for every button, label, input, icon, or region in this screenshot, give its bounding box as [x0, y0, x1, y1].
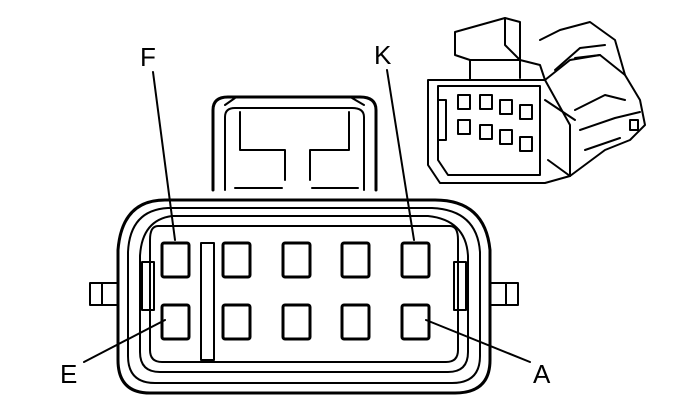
callouts: F K E A: [60, 40, 551, 389]
cavity-d: [221, 303, 252, 341]
connector-face: [89, 95, 519, 395]
connector-isometric-view: [427, 17, 646, 184]
latch: [211, 95, 378, 192]
cavity-g: [221, 241, 252, 279]
cavity-h: [281, 241, 312, 279]
cavity-row-bottom: [160, 303, 431, 341]
cavity-f: [160, 241, 191, 279]
housing-inner: [127, 207, 481, 384]
housing-outer: [116, 198, 492, 395]
cavity-e: [160, 303, 191, 341]
leader-k: [386, 69, 415, 241]
label-f: F: [140, 42, 156, 72]
label-e: E: [60, 359, 77, 389]
leader-e: [83, 319, 166, 363]
divider-bar: [200, 242, 215, 361]
leader-a: [425, 319, 531, 363]
cavity-b: [340, 303, 371, 341]
leader-f: [152, 71, 176, 241]
cavity-row-top: [160, 241, 431, 279]
right-ear: [489, 282, 519, 306]
cavity-j: [340, 241, 371, 279]
label-k: K: [374, 40, 392, 70]
cavity-c: [281, 303, 312, 341]
cavity-k: [400, 241, 431, 279]
label-a: A: [533, 359, 551, 389]
cavity-a: [400, 303, 431, 341]
left-ear: [89, 282, 119, 306]
